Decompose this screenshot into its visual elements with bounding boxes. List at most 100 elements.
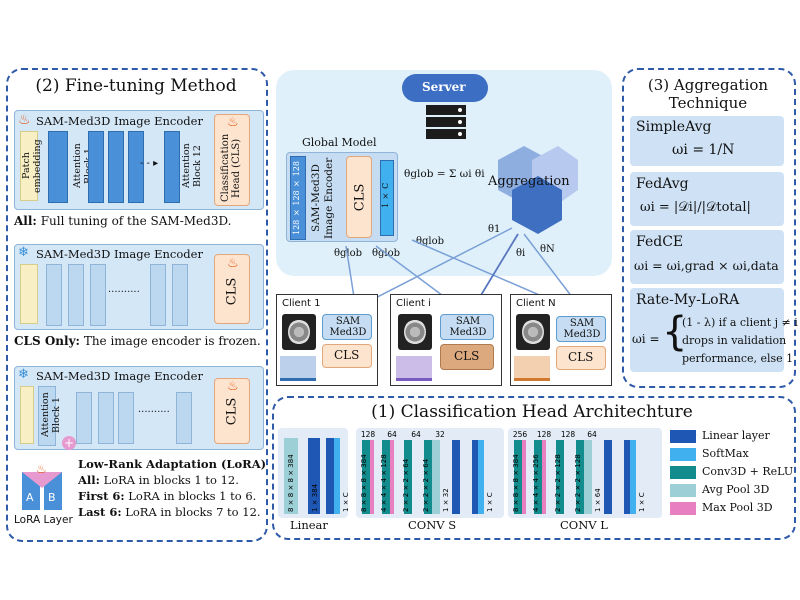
cls-only-caption: CLS Only: The image encoder is frozen. [14,334,261,348]
dim-label: 1 × C [486,492,494,512]
channel-label: 64 [411,430,421,439]
head-arch-title: (1) Classification Head Architechture [371,402,693,422]
legend-swatch [670,502,696,515]
block [88,131,104,203]
conv-layer [382,440,390,514]
attention-block-1 [48,131,68,203]
fire-icon: ♨ [227,256,239,271]
lora-last: Last 6: LoRA in blocks 7 to 12. [78,505,261,519]
dim-label: 1 × 64 [594,488,602,512]
brace: { [662,309,688,355]
channel-label: 128 [561,430,576,439]
lora-all: All: LoRA in blocks 1 to 12. [78,473,239,487]
client-model-label: SAM Med3D [449,316,487,338]
simpleavg-title: SimpleAvg [636,119,712,135]
conv-layer [534,440,542,514]
encoder-label: SAM-Med3D Image Encoder [36,114,203,128]
dim-label: 1 × C [342,492,348,512]
conv-layer [576,440,584,514]
dim-label: 2 × 2 × 2 × 128 [554,454,562,512]
dim-label: 1 × C [638,492,646,512]
input-volume [290,156,306,240]
out-dim: 1 × C [381,182,390,208]
dots: .......... [108,284,140,295]
client-name: Client 1 [282,298,321,309]
simpleavg-formula: ωi = 1/N [672,142,735,158]
cloud-icon [402,74,488,102]
legend-label: Max Pool 3D [702,501,773,514]
legend-swatch [670,466,696,479]
channel-label: 128 [361,430,376,439]
client-cls [440,344,494,370]
client-cls [322,344,372,368]
client-model [556,316,606,342]
classification-head [214,114,250,206]
block [118,392,134,444]
conv-s-label: CONV S [408,518,457,532]
block [68,264,84,326]
maxpool-layer [542,440,546,514]
attn-block-1-label: Attention Block 1 [40,392,62,438]
maxpool-layer [370,440,374,514]
snowflake-icon: ❄ [18,245,29,260]
attention-block-12 [164,131,180,203]
legend-swatch [670,484,696,497]
block [90,264,106,326]
dim-label: 1 × 384 [311,483,319,512]
linear-layer [472,440,478,514]
block [46,264,62,326]
linear-layer [624,440,630,514]
softmax-layer [334,438,340,514]
attn-block-12-label: Attention Block 12 [181,143,203,189]
head-arch-panel [272,396,796,540]
conv-layer [362,440,370,514]
simpleavg-card [630,116,784,166]
linear-layer [452,440,460,514]
all-text: Full tuning of the SAM-Med3D. [40,214,232,228]
fedavg-formula: ωi = |𝒟i|/|𝒟total| [640,200,751,215]
dim-label: 1 × 32 [442,488,450,512]
fedce-card [630,230,784,284]
lora-title: Low-Rank Adaptation (LoRA) [78,457,267,471]
block [128,131,144,203]
aggregation-title-1: (3) Aggregation [647,76,769,94]
softmax-layer [630,440,636,514]
client-model-label: SAM Med3D [329,316,367,338]
global-cls [346,156,372,238]
client-name: Client i [396,298,431,309]
brain-scan [398,314,432,350]
dim-label: 4 × 4 × 4 × 128 [380,454,388,512]
finetune-panel [6,68,268,542]
aggregation-title-2: Technique [668,94,748,112]
fedce-formula: ωi = ωi,grad × ωi,data [634,258,779,273]
fire-icon: ♨ [18,112,31,128]
lora-shape [22,472,62,510]
global-model-label: Global Model [302,136,377,149]
maxpool-layer [522,440,526,514]
dim-label: 4 × 4 × 4 × 256 [532,454,540,512]
cls-label: CLS [224,397,240,426]
finetune-title: (2) Fine-tuning Method [35,76,237,96]
lora-layer-label: LoRA Layer [14,514,73,526]
arrow: - - ▸ [140,158,159,169]
linear-layer [604,440,612,514]
aggregation-label: Aggregation [488,174,570,189]
rml-card [630,288,784,372]
client-model [322,314,372,340]
block [108,131,124,203]
dim-label: 2 × 2 × 2 × 64 [422,458,430,512]
theta-n-label: θN [540,244,555,255]
cls-head-label: Classification Head (CLS) [220,133,242,203]
aggregation-puzzle [498,146,578,234]
patch-embedding [20,264,38,324]
fire-icon: ♨ [227,379,239,394]
brain-scan [282,314,316,350]
client-cls [556,346,606,370]
linear-label: Linear [290,518,328,532]
client-cls-label: CLS [454,349,480,363]
theta-i-label: θi [516,248,526,259]
hospital-icon [396,356,432,381]
channel-label: 64 [587,430,597,439]
lora-a: A [26,491,34,504]
